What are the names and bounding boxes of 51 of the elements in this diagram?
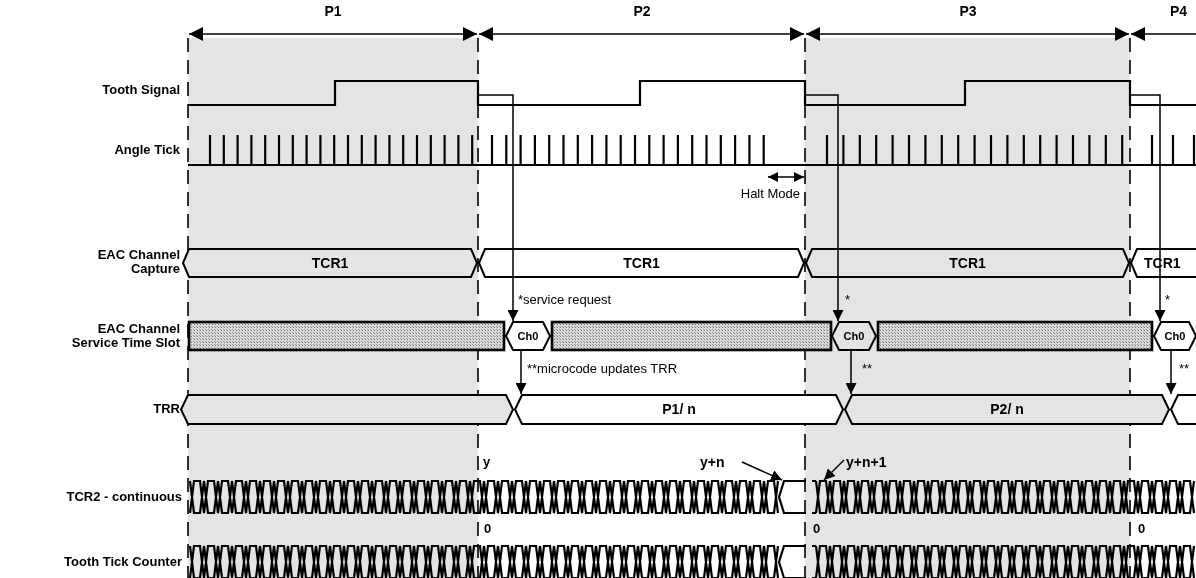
bus-segment	[182, 248, 478, 278]
signal-name: Tooth Tick Counter	[63, 555, 182, 569]
signal-name: EAC Channel Capture	[96, 248, 180, 276]
arrow	[741, 461, 783, 481]
edge-label: **microcode updates TRR	[527, 362, 678, 376]
halt-mode-label: Halt Mode	[739, 187, 800, 201]
counter-value-label: 0	[813, 522, 822, 536]
edge-label: **	[862, 362, 873, 376]
bus-segment	[844, 394, 1170, 425]
arrow	[1165, 350, 1177, 395]
arrow	[1129, 94, 1166, 322]
bus-value: TCR1	[310, 254, 350, 273]
signal-name: TRR	[152, 402, 180, 416]
edge-label: *	[845, 293, 851, 307]
bus-segment	[514, 394, 844, 425]
counter-waveform	[188, 481, 1196, 513]
arrow	[477, 94, 519, 322]
period-label: P2	[632, 4, 652, 19]
counter-value-label: y	[483, 455, 492, 469]
arrow	[804, 94, 844, 322]
idle-slot-bar	[188, 321, 505, 351]
bus-segment	[478, 248, 805, 278]
arrow	[515, 350, 527, 395]
bus-segment	[805, 248, 1130, 278]
bus-value: TCR1	[622, 254, 661, 273]
channel-name: Ch0	[842, 329, 866, 344]
counter-value-label: y+n+1	[846, 454, 898, 470]
arrow	[823, 459, 845, 481]
signal-name: Angle Tick	[113, 143, 180, 157]
arrow	[845, 350, 857, 395]
counter-value-label: 0	[484, 522, 493, 536]
counter-value-label: y+n	[700, 454, 740, 470]
counter-waveform	[188, 546, 1196, 578]
channel-name: Ch0	[516, 329, 540, 344]
idle-slot-bar	[877, 321, 1153, 351]
bus-value: TCR1	[948, 254, 987, 273]
channel-name: Ch0	[1163, 329, 1187, 344]
period-label: P1	[323, 4, 343, 19]
edge-label: **	[1179, 362, 1190, 376]
edge-label: *	[1165, 293, 1171, 307]
signal-name: EAC Channel Service Time Slot	[70, 322, 180, 350]
counter-value-label: 0	[1138, 522, 1147, 536]
bus-value: P2/ n	[989, 400, 1025, 419]
bus-segment	[180, 394, 514, 425]
signal-name: Tooth Signal	[101, 83, 180, 97]
edge-label: *service request	[518, 293, 612, 307]
period-label: P3	[958, 4, 978, 19]
bus-value: P1/ n	[661, 400, 697, 419]
idle-slot-bar	[551, 321, 832, 351]
period-label: P4	[1170, 4, 1189, 19]
signal-name: TCR2 - continuous	[65, 490, 182, 504]
